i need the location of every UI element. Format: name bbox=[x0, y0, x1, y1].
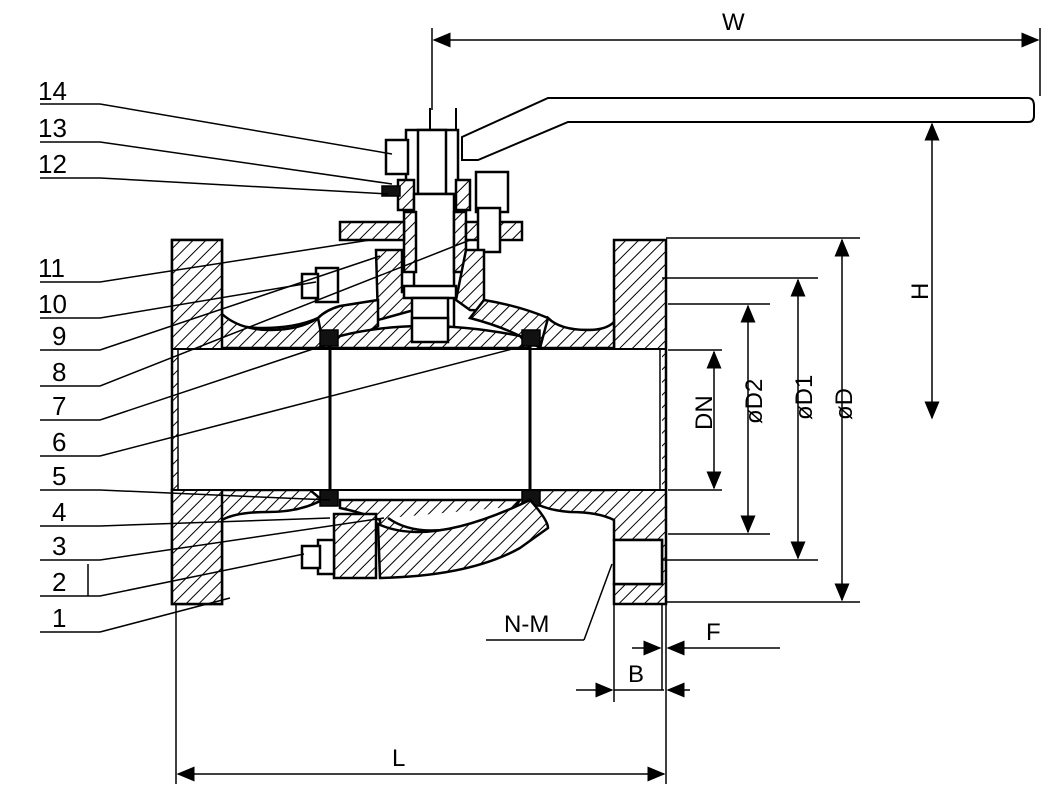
part-label-13: 13 bbox=[38, 113, 67, 143]
part-label-3: 3 bbox=[52, 531, 66, 561]
dim-label-dn: DN bbox=[691, 395, 718, 430]
right-flange bbox=[528, 238, 668, 606]
dimension-d1: øD1 bbox=[662, 277, 818, 561]
dim-label-d1: øD1 bbox=[791, 375, 818, 420]
part-label-2: 2 bbox=[52, 567, 66, 597]
part-label-8: 8 bbox=[52, 357, 66, 387]
dimension-nm: N-M bbox=[486, 563, 613, 641]
part-label-7: 7 bbox=[52, 391, 66, 421]
part-numbers: 14 13 12 11 10 9 8 7 6 5 4 3 2 1 bbox=[38, 76, 67, 633]
dim-label-f: F bbox=[706, 619, 721, 646]
part-label-9: 9 bbox=[52, 321, 66, 351]
dimension-h: H bbox=[907, 122, 940, 420]
dim-label-d: øD bbox=[831, 388, 858, 420]
dimension-b: B bbox=[576, 604, 690, 702]
part-label-4: 4 bbox=[52, 497, 66, 527]
dim-label-h: H bbox=[907, 283, 934, 300]
dimension-dn: DN bbox=[668, 349, 722, 491]
dim-label-l: L bbox=[392, 745, 405, 772]
dim-label-d2: øD2 bbox=[741, 379, 768, 424]
part-label-11: 11 bbox=[38, 253, 65, 283]
lever-handle bbox=[429, 97, 1035, 161]
part-label-10: 10 bbox=[38, 289, 67, 319]
bore bbox=[172, 348, 666, 491]
dimension-d: øD bbox=[666, 237, 860, 603]
dimension-w: W bbox=[431, 9, 1041, 110]
part-label-12: 12 bbox=[38, 149, 67, 179]
dimension-f: F bbox=[632, 604, 780, 690]
ball-and-seats bbox=[319, 329, 541, 507]
part-label-5: 5 bbox=[52, 461, 66, 491]
stop-plate bbox=[338, 206, 524, 254]
dimension-l: L bbox=[175, 604, 667, 784]
dim-label-nm: N-M bbox=[504, 611, 549, 638]
dim-label-b: B bbox=[628, 661, 644, 688]
body-neck bbox=[374, 248, 521, 336]
dimension-d2: øD2 bbox=[668, 303, 770, 535]
leader-lines bbox=[40, 103, 525, 633]
lower-body bbox=[300, 266, 550, 580]
dim-label-w: W bbox=[722, 9, 745, 36]
part-label-6: 6 bbox=[52, 427, 66, 457]
part-label-1: 1 bbox=[52, 603, 66, 633]
part-label-14: 14 bbox=[38, 76, 67, 106]
